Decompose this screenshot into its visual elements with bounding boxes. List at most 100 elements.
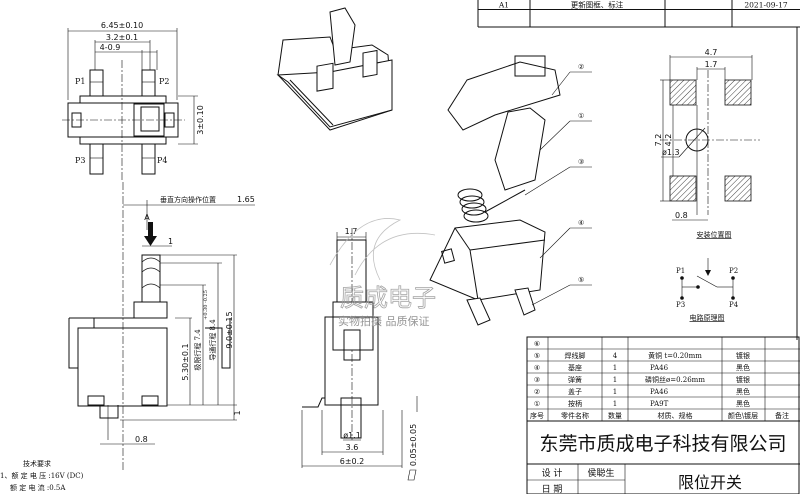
- parts-header-row: 序号 零件名称 数量 材质、规格 颜色\镀层 备注: [530, 411, 789, 420]
- dim-actuator-width: 1.7: [345, 227, 358, 236]
- operate-position-value: 1.65: [237, 195, 255, 204]
- dim-conduct-tolerance: +0.30 -0.25: [203, 290, 209, 320]
- parts-row: ① 按柄 1 PA9T 黑色: [534, 399, 750, 408]
- parts-row: ⑥: [534, 340, 540, 348]
- dim-pin-offset: 0.8: [135, 435, 148, 444]
- design-label: 设 计: [542, 467, 563, 479]
- part-material: 磷铜丝ø=0.26mm: [645, 375, 705, 384]
- dim-total: 9.0±0.15: [225, 311, 234, 348]
- part-no: ④: [534, 364, 540, 372]
- part-qty: 1: [613, 388, 617, 396]
- part-material: PA46: [650, 388, 669, 396]
- callout-4: ④: [578, 219, 584, 227]
- part-finish: 镀银: [736, 351, 750, 360]
- parts-row: ⑤ 焊线脚 4 黄铜 t=0.20mm 镀银: [534, 351, 750, 360]
- dim-pin-width: 4-0.9: [100, 43, 121, 52]
- pad-3: [669, 175, 697, 202]
- circuit-pin-p4: P4: [729, 301, 739, 309]
- tech-requirements: 技术要求 1、额 定 电 压 :16V (DC) 额 定 电 流 :0.5A: [0, 459, 84, 492]
- part-finish: 镀银: [736, 375, 750, 384]
- iso-exploded-view: [429, 55, 561, 326]
- dim-pcb-height: 7.2: [654, 134, 663, 147]
- part-finish: 黑色: [736, 363, 750, 372]
- company-name: 东莞市质成电子科技有限公司: [539, 433, 786, 455]
- dim-pcb-inner-height: 4.2: [664, 134, 673, 147]
- header-name: 零件名称: [561, 411, 589, 420]
- dim-hole: ø1.1: [343, 431, 361, 440]
- callout-5: ⑤: [578, 276, 584, 284]
- dim-body: 5.30±0.1: [181, 343, 190, 380]
- circuit-caption: 电路原理图: [690, 313, 725, 322]
- part-no: ⑤: [534, 352, 540, 360]
- pcb-layout-caption: 安装位置图: [697, 230, 732, 239]
- pad-2: [724, 79, 752, 106]
- part-finish: 黑色: [736, 399, 750, 408]
- header-qty: 数量: [608, 411, 622, 420]
- part-qty: 4: [613, 352, 618, 360]
- tech-heading: 技术要求: [23, 459, 51, 468]
- front-view: 1.7 ø1.1 3.6 6±0.2 0.05±0.05: [301, 227, 418, 481]
- dim-pin-pitch: 3.2±0.1: [106, 33, 138, 42]
- part-qty: 1: [613, 376, 617, 384]
- press-arrow-icon: [144, 222, 157, 246]
- dim-pcb-inner: 1.7: [705, 60, 718, 69]
- date-label: 日 期: [542, 484, 563, 494]
- circuit-pin-p1: P1: [676, 267, 685, 275]
- arrow-label: A: [144, 213, 150, 222]
- parts-row: ② 盖子 1 PA46 黑色: [534, 387, 750, 396]
- side-view: 垂直方向操作位置 1.65 A 1 5.30±0.1 极限行程 7.4 导通行程…: [68, 182, 255, 470]
- parts-row: ④ 基座 1 PA46 黑色: [534, 363, 750, 372]
- dim-pcb-hole: ø1.3: [662, 148, 680, 157]
- designer-name: 侯聪生: [587, 467, 614, 479]
- parts-row: ③ 弹簧 1 磷铜丝ø=0.26mm 镀银: [534, 375, 750, 384]
- pin-label-p3: P3: [75, 156, 85, 165]
- part-material: PA9T: [650, 400, 669, 408]
- callout-1: ①: [578, 112, 584, 120]
- dim-width: 6.45±0.10: [101, 21, 143, 30]
- pin-label-p1: P1: [75, 77, 85, 86]
- parts-table: ⑥ ⑤ 焊线脚 4 黄铜 t=0.20mm 镀银 ④ 基座 1 PA46 黑色 …: [526, 336, 800, 494]
- iso-assembled-view: [276, 7, 393, 131]
- part-no: ①: [534, 400, 540, 408]
- revision-description: 更新图框、标注: [571, 0, 624, 10]
- dim-bottom: 1: [233, 410, 242, 415]
- dim-flatness: 0.05±0.05: [409, 424, 418, 466]
- header-note: 备注: [775, 411, 789, 420]
- part-material: 黄铜 t=0.20mm: [648, 351, 702, 360]
- dim-pcb-outer: 4.7: [705, 48, 718, 57]
- part-name: 按柄: [568, 399, 582, 408]
- revision-date: 2021-09-17: [744, 1, 787, 10]
- pad-4: [724, 175, 752, 202]
- header-no: 序号: [530, 411, 544, 420]
- part-name: 基座: [568, 363, 582, 372]
- part-name: 焊线脚: [565, 351, 586, 360]
- pcb-layout: 4.7 1.7 7.2 4.2 ø1.3 0.8 安装位置图: [654, 48, 760, 239]
- callout-2: ②: [578, 63, 584, 71]
- top-view: 6.45±0.10 3.2±0.1 4-0.9 3±0.10 P1 P2 P3 …: [62, 21, 205, 180]
- part-qty: 1: [613, 364, 617, 372]
- circuit-diagram: P1 P2 P3 P4 电路原理图: [676, 258, 739, 322]
- part-finish: 黑色: [736, 387, 750, 396]
- dim-conduct-travel: 导通行程 8.4: [208, 319, 217, 361]
- dim-pcb-offset: 0.8: [675, 211, 688, 220]
- part-no: ⑥: [534, 340, 540, 348]
- circuit-pin-p3: P3: [676, 301, 685, 309]
- part-name: 盖子: [568, 387, 582, 396]
- circuit-pin-p2: P2: [729, 267, 738, 275]
- header-material: 材质、规格: [658, 411, 693, 420]
- operate-position-label: 垂直方向操作位置: [160, 195, 216, 204]
- part-no: ③: [534, 376, 540, 384]
- part-title: 限位开关: [678, 473, 742, 492]
- header-finish: 颜色\镀层: [728, 411, 758, 420]
- dim-inner: 3.6: [346, 443, 359, 452]
- dim-outer: 6±0.2: [340, 457, 365, 466]
- dim-actuator: 1: [168, 237, 173, 246]
- watermark: 质成电子 实物拍摄 品质保证: [329, 218, 436, 328]
- part-material: PA46: [650, 364, 669, 372]
- part-name: 弹簧: [568, 375, 582, 384]
- pad-1: [669, 79, 697, 106]
- watermark-slogan: 实物拍摄 品质保证: [338, 314, 430, 328]
- spring-icon: [457, 188, 526, 223]
- callout-3: ③: [578, 158, 584, 166]
